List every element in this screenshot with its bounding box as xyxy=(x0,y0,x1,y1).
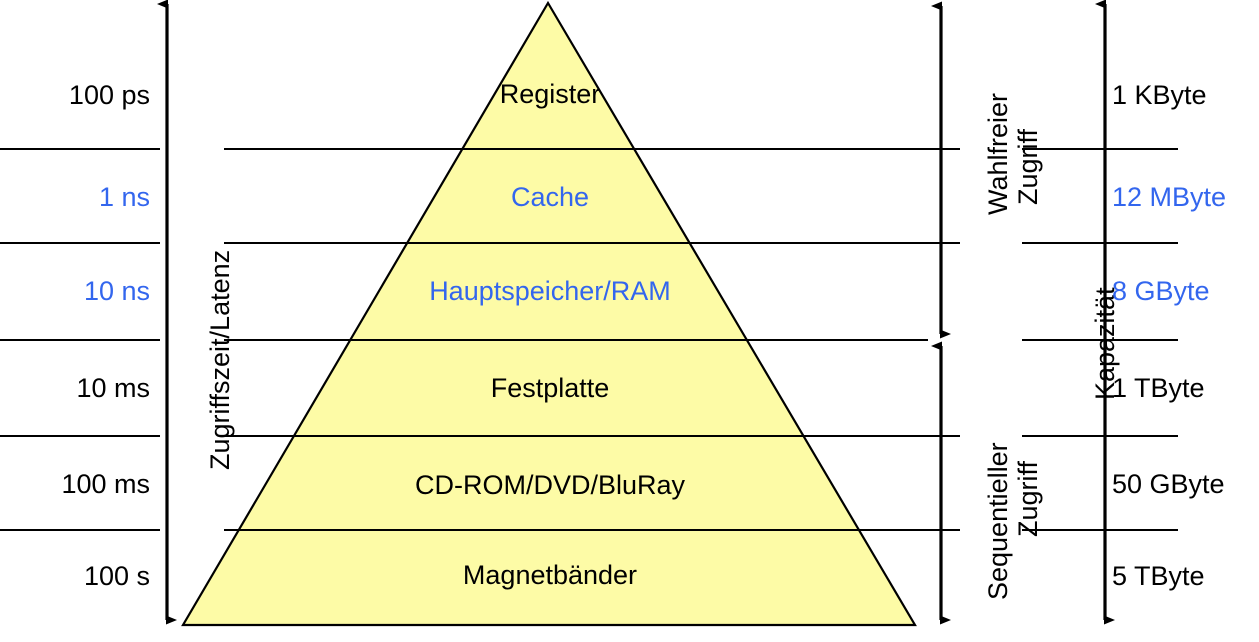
latency-label-cache: 1 ns xyxy=(98,182,150,212)
latency-label-ram: 10 ns xyxy=(83,276,150,306)
random-access-caption-line1: Wahlfreier xyxy=(983,92,1013,215)
latency-label-register: 100 ps xyxy=(68,80,150,110)
tier-label-register: Register xyxy=(499,79,601,109)
tier-label-disk: Festplatte xyxy=(490,373,610,403)
tier-label-ram: Hauptspeicher/RAM xyxy=(429,276,671,306)
capacity-label-register: 1 KByte xyxy=(1112,80,1207,110)
sequential-access-caption-line2: Zugriff xyxy=(1013,460,1043,537)
capacity-label-optical: 50 GByte xyxy=(1112,469,1225,499)
capacity-label-tape: 5 TByte xyxy=(1112,561,1205,591)
latency-label-disk: 10 ms xyxy=(76,373,150,403)
latency-label-optical: 100 ms xyxy=(61,469,150,499)
pyramid-shape xyxy=(181,0,917,627)
capacity-label-ram: 8 GByte xyxy=(1112,276,1210,306)
tier-label-cache: Cache xyxy=(510,182,590,212)
capacity-label-disk: 1 TByte xyxy=(1112,373,1205,403)
tier-label-optical: CD-ROM/DVD/BluRay xyxy=(414,470,686,500)
sequential-access-caption-line1: Sequentieller xyxy=(983,442,1013,600)
tier-label-tape: Magnetbänder xyxy=(462,560,638,590)
latency-label-tape: 100 s xyxy=(83,561,150,591)
random-access-caption-line2: Zugriff xyxy=(1013,128,1043,205)
capacity-label-cache: 12 MByte xyxy=(1112,182,1227,212)
